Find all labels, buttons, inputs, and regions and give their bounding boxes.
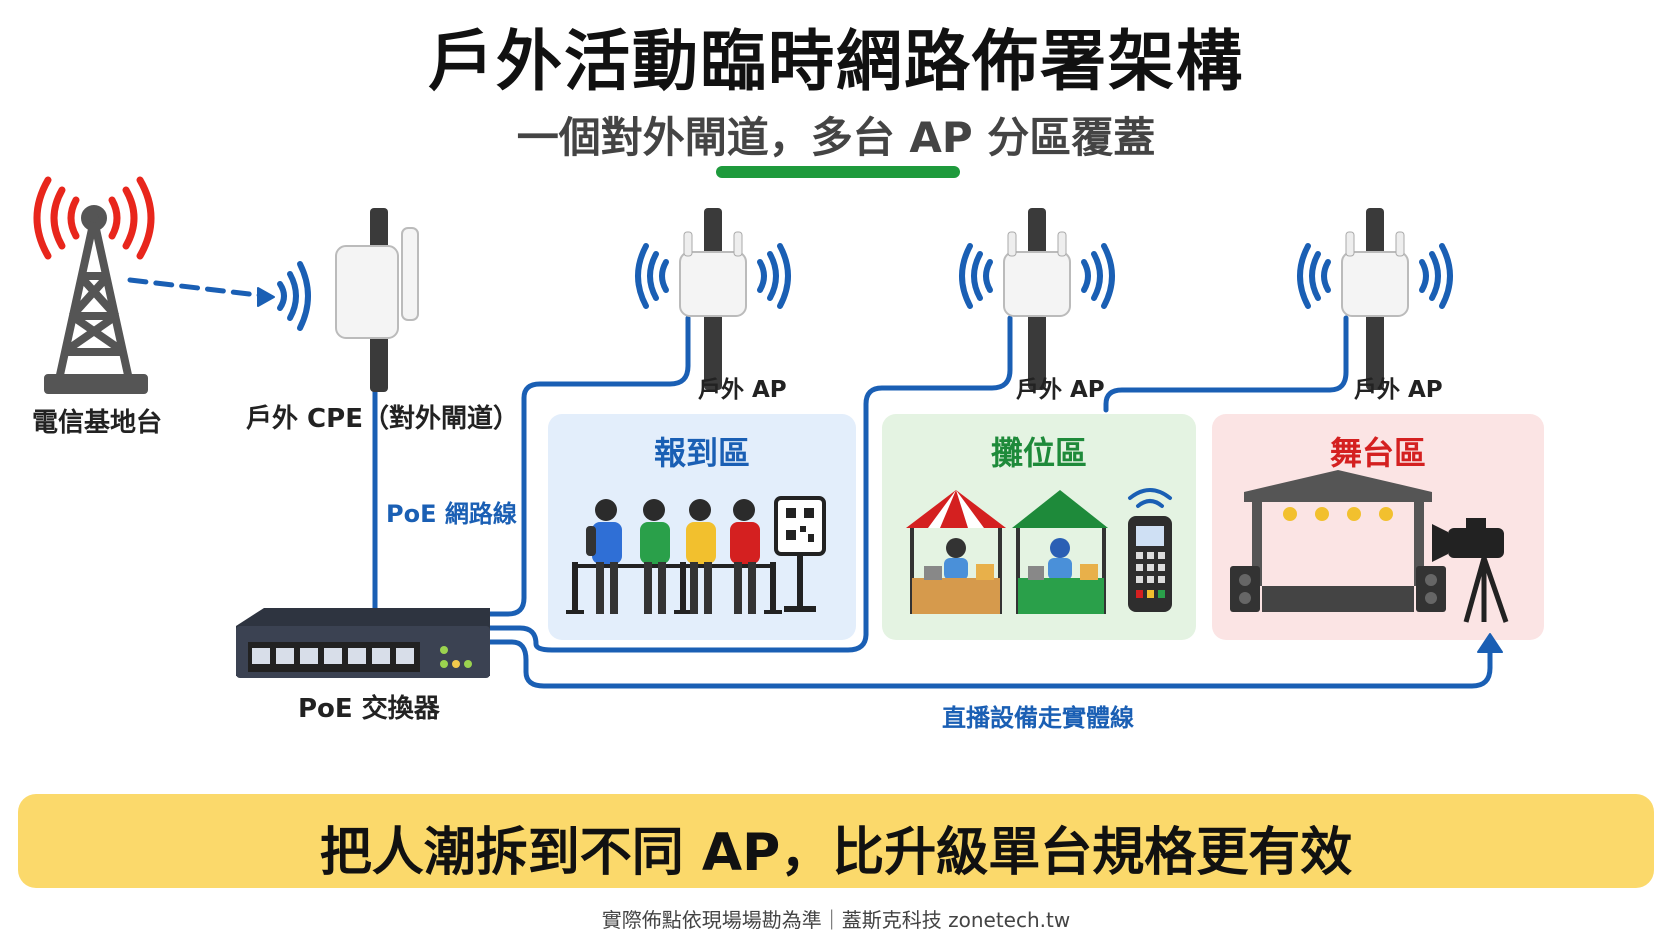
live-cable-label: 直播設備走實體線 (942, 704, 1134, 732)
ap-label-3: 戶外 AP (1354, 377, 1443, 403)
cable-ap3 (1103, 315, 1349, 413)
stage-truss-icon (1230, 470, 1446, 612)
page-title: 戶外活動臨時網路佈署架構 (428, 23, 1244, 100)
ap-label-2: 戶外 AP (1016, 377, 1105, 403)
cable-ap2 (485, 315, 1013, 653)
zone-checkin-title: 報到區 (653, 434, 750, 472)
cpe-antenna-icon (335, 208, 419, 392)
tower-signal-icon (33, 176, 155, 260)
queue-people-icon (566, 499, 782, 614)
footer-note: 實際佈點依現場場勘為準｜蓋斯克科技 zonetech.tw (601, 908, 1071, 932)
video-camera-icon (1432, 518, 1509, 623)
access-point-icon (635, 208, 791, 390)
access-point-icon (1297, 208, 1453, 390)
poe-cables (127, 277, 1503, 689)
market-booth-icon (906, 490, 1006, 614)
ap-label-1: 戶外 AP (698, 377, 787, 403)
key-message-banner (18, 794, 1654, 888)
zone-booth-title: 攤位區 (990, 434, 1087, 472)
page-subtitle: 一個對外閘道，多台 AP 分區覆蓋 (516, 113, 1156, 162)
uplink-dashed (127, 277, 269, 299)
switch-label: PoE 交換器 (298, 694, 440, 724)
cable-live-arrow (1477, 633, 1503, 653)
access-point-icon (959, 208, 1115, 390)
market-booth-icon (1012, 490, 1108, 614)
zone-stage-bg (1212, 414, 1544, 640)
qr-kiosk-icon (774, 496, 826, 612)
cable-ap1 (485, 315, 691, 617)
key-message-text: 把人潮拆到不同 AP，比升級單台規格更有效 (319, 823, 1353, 883)
cpe-signal-icon (277, 261, 311, 331)
tower-label: 電信基地台 (32, 408, 163, 438)
cpe-label: 戶外 CPE（對外閘道） (246, 404, 519, 434)
uplink-arrow (257, 287, 275, 307)
poe-switch-icon (236, 608, 490, 678)
title-underline (716, 166, 960, 178)
payment-terminal-icon (1128, 488, 1172, 612)
poe-cable-label: PoE 網路線 (386, 500, 517, 528)
cable-live (485, 639, 1493, 689)
zone-stage-title: 舞台區 (1329, 434, 1426, 472)
cell-tower-icon (44, 205, 148, 394)
